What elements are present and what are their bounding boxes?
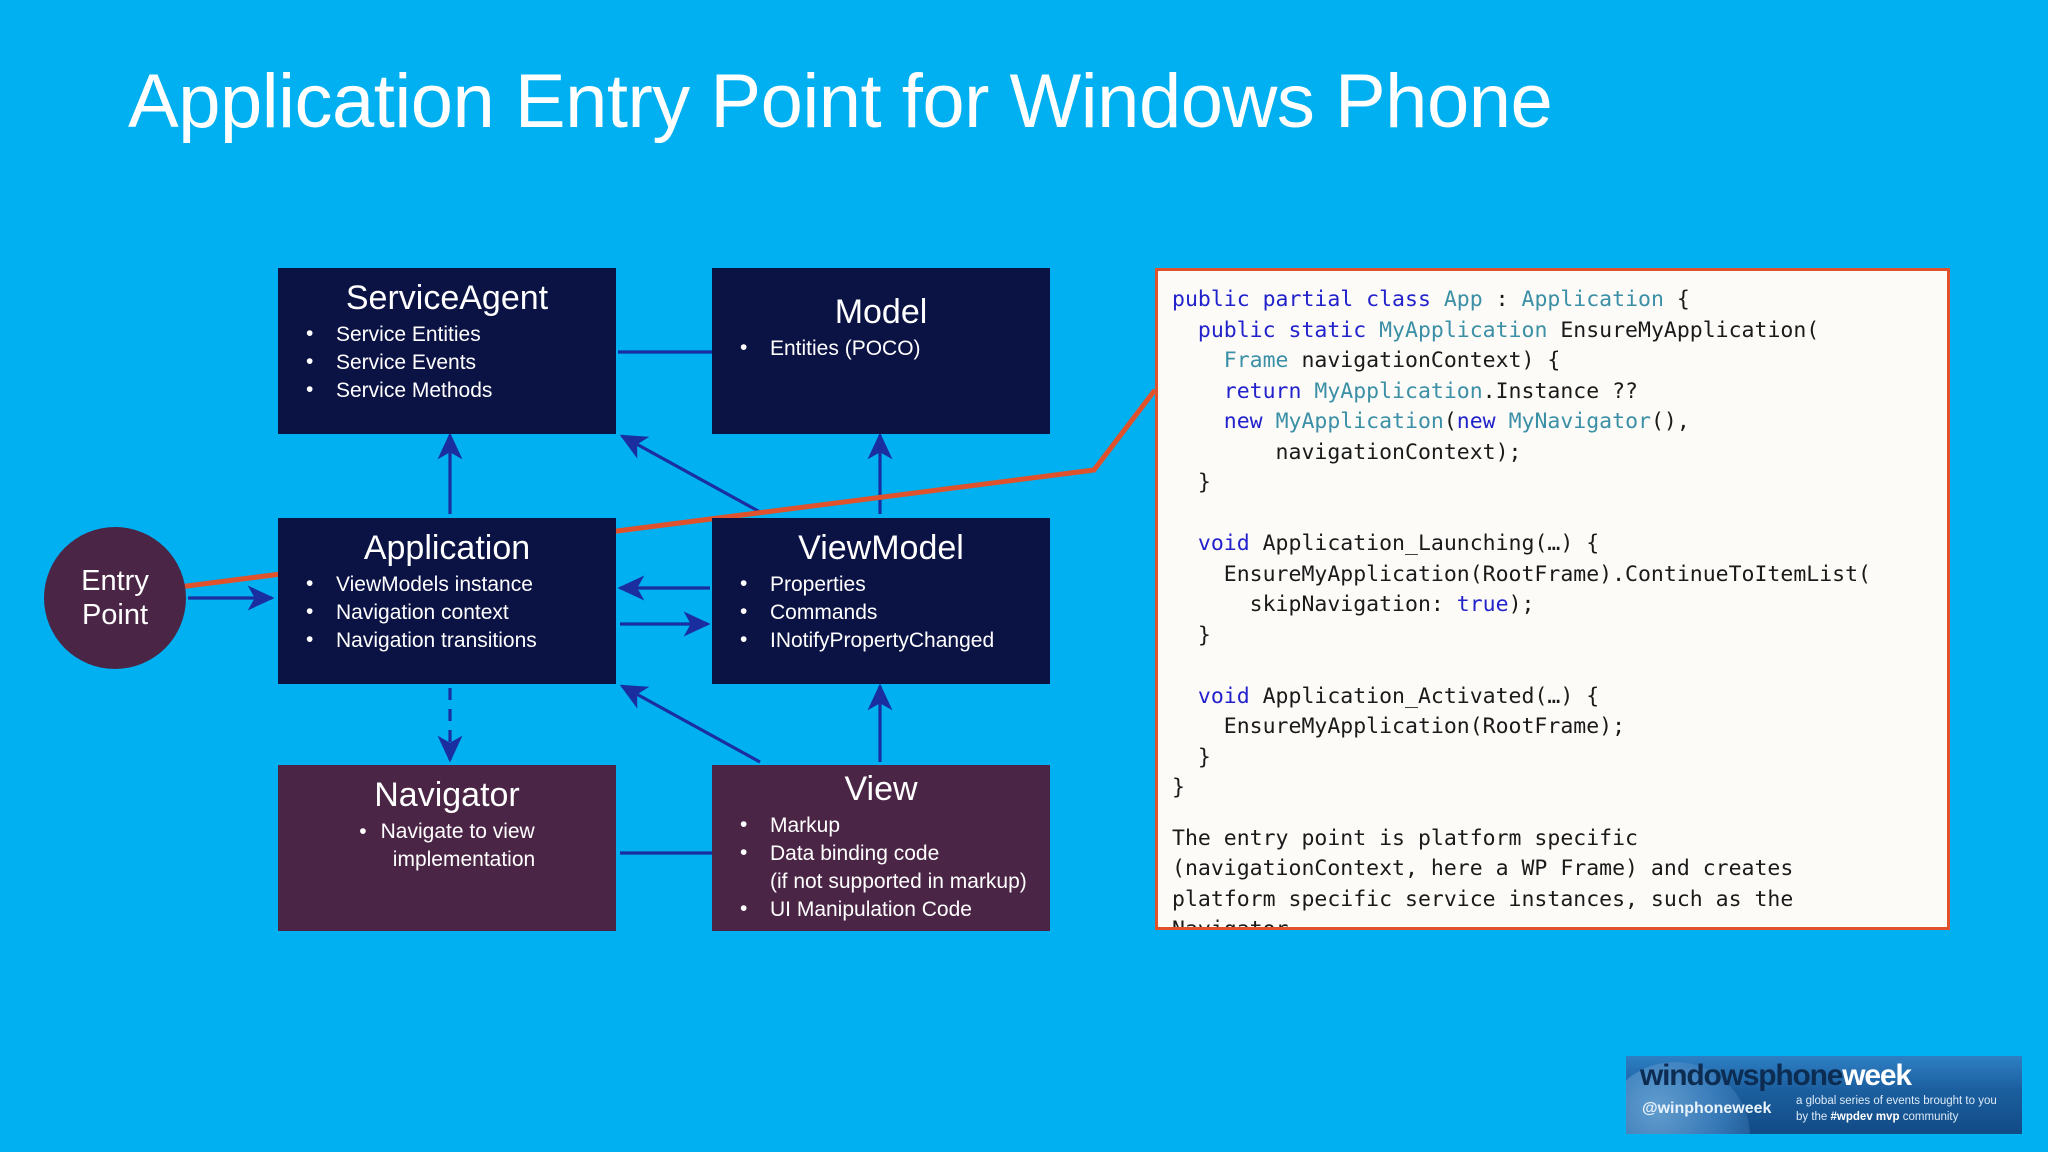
code-token: MyNavigator — [1508, 409, 1651, 434]
box-items-view: Markup Data binding code (if not support… — [712, 811, 1050, 924]
code-token: new — [1223, 409, 1276, 434]
code-token: true — [1456, 592, 1509, 617]
code-token: ( — [1443, 409, 1457, 434]
list-item: Service Events — [292, 348, 616, 377]
code-token: navigationContext) { — [1288, 348, 1561, 373]
code-token: public static — [1172, 317, 1380, 343]
code-token: Application — [1521, 287, 1664, 312]
page-title: Application Entry Point for Windows Phon… — [128, 59, 1553, 144]
entry-point-label-line2: Point — [81, 599, 149, 631]
logo-wordmark: windowsphoneweek — [1640, 1059, 1912, 1093]
logo-wordmark-light: week — [1842, 1059, 1912, 1092]
list-item: Entities (POCO) — [726, 334, 1050, 363]
code-token — [1172, 348, 1224, 373]
box-title-view-model: ViewModel — [798, 529, 964, 567]
logo-wordmark-dark: windowsphone — [1640, 1059, 1843, 1092]
code-snippet: public partial class App : Application {… — [1172, 285, 1931, 804]
code-token: MyApplication — [1379, 317, 1548, 343]
entry-point-node[interactable]: Entry Point — [44, 527, 186, 669]
logo-tagline: a global series of events brought to you… — [1796, 1094, 2012, 1125]
code-token: MyApplication — [1275, 409, 1444, 434]
list-item: Service Entities — [292, 320, 616, 349]
list-item: Commands — [726, 598, 1050, 627]
code-token: navigationContext); — [1172, 439, 1522, 465]
logo-handle: @winphoneweek — [1642, 1100, 1772, 1117]
code-token: } — [1172, 744, 1211, 770]
box-title-view: View — [844, 770, 918, 808]
windowsphoneweek-logo: windowsphoneweek @winphoneweek a global … — [1626, 1056, 2022, 1134]
code-token: new — [1456, 409, 1509, 434]
list-item: Markup — [726, 811, 1050, 840]
box-items-view-model: Properties Commands INotifyPropertyChang… — [712, 570, 1050, 655]
arrow-view-to-application — [619, 684, 761, 764]
code-token: Application_Launching(…) { — [1249, 531, 1600, 556]
box-items-model: Entities (POCO) — [712, 334, 1050, 363]
code-token: .Instance ?? — [1482, 378, 1639, 404]
code-token — [1172, 409, 1224, 434]
code-token: : — [1482, 287, 1522, 312]
code-token: void — [1197, 683, 1250, 709]
code-token: void — [1197, 531, 1250, 556]
code-token — [1172, 531, 1198, 556]
code-token: } — [1172, 775, 1185, 800]
entry-point-label-line1: Entry — [81, 564, 149, 597]
code-token: } — [1172, 470, 1211, 495]
code-token: EnsureMyApplication(RootFrame).ContinueT… — [1172, 561, 1871, 587]
box-title-service-agent: ServiceAgent — [345, 279, 549, 317]
list-item: Data binding code — [726, 839, 1050, 868]
code-token — [1172, 379, 1224, 404]
box-items-application: ViewModels instance Navigation context N… — [278, 570, 616, 655]
diagram-box-view-model[interactable]: ViewModel Properties Commands INotifyPro… — [712, 518, 1050, 684]
list-item: Navigation transitions — [292, 626, 616, 655]
box-items-service-agent: Service Entities Service Events Service … — [278, 320, 616, 405]
box-items-navigator: Navigate to view implementation — [278, 818, 616, 873]
list-item: Navigation context — [292, 598, 616, 627]
box-title-application: Application — [363, 529, 531, 567]
code-token: ); — [1508, 592, 1535, 617]
list-item: UI Manipulation Code — [726, 895, 1050, 924]
diagram-box-service-agent[interactable]: ServiceAgent Service Entities Service Ev… — [278, 268, 616, 434]
code-token: public partial class — [1172, 287, 1444, 312]
diagram-box-navigator[interactable]: Navigator Navigate to view implementatio… — [278, 765, 616, 931]
code-token: Application_Activated(…) { — [1249, 683, 1600, 709]
list-item: ViewModels instance — [292, 570, 616, 599]
code-token: App — [1443, 287, 1483, 312]
code-token: MyApplication — [1314, 378, 1483, 404]
diagram-box-model[interactable]: Model Entities (POCO) — [712, 268, 1050, 434]
list-item: Navigate to view — [278, 818, 616, 846]
logo-tagline-pre: by the — [1796, 1110, 1831, 1123]
code-token: EnsureMyApplication( — [1547, 317, 1820, 343]
list-item: INotifyPropertyChanged — [726, 626, 1050, 655]
list-item: Service Methods — [292, 376, 616, 405]
list-item: (if not supported in markup) — [770, 869, 1027, 893]
logo-tagline-line1: a global series of events brought to you — [1796, 1095, 1997, 1107]
box-title-navigator: Navigator — [374, 776, 520, 814]
code-token: } — [1172, 622, 1211, 648]
diagram-box-view[interactable]: View Markup Data binding code (if not su… — [712, 765, 1050, 931]
logo-tagline-post: community — [1899, 1110, 1959, 1123]
arrow-viewmodel-to-serviceagent — [619, 434, 761, 514]
code-token: Frame — [1223, 348, 1289, 373]
code-panel[interactable]: public partial class App : Application {… — [1155, 268, 1950, 930]
box-title-model: Model — [834, 293, 928, 331]
code-token: (), — [1650, 409, 1690, 434]
code-token: EnsureMyApplication(RootFrame); — [1172, 714, 1626, 739]
code-explanation-note: The entry point is platform specific (na… — [1172, 825, 1794, 930]
list-item: implementation — [392, 848, 536, 872]
code-token: { — [1663, 287, 1690, 312]
logo-tagline-bold: #wpdev mvp — [1830, 1110, 1900, 1123]
code-token: return — [1223, 378, 1315, 404]
diagram-box-application[interactable]: Application ViewModels instance Navigati… — [278, 518, 616, 684]
list-item: Properties — [726, 570, 1050, 599]
code-token — [1172, 684, 1198, 709]
code-token: skipNavigation: — [1172, 592, 1457, 617]
